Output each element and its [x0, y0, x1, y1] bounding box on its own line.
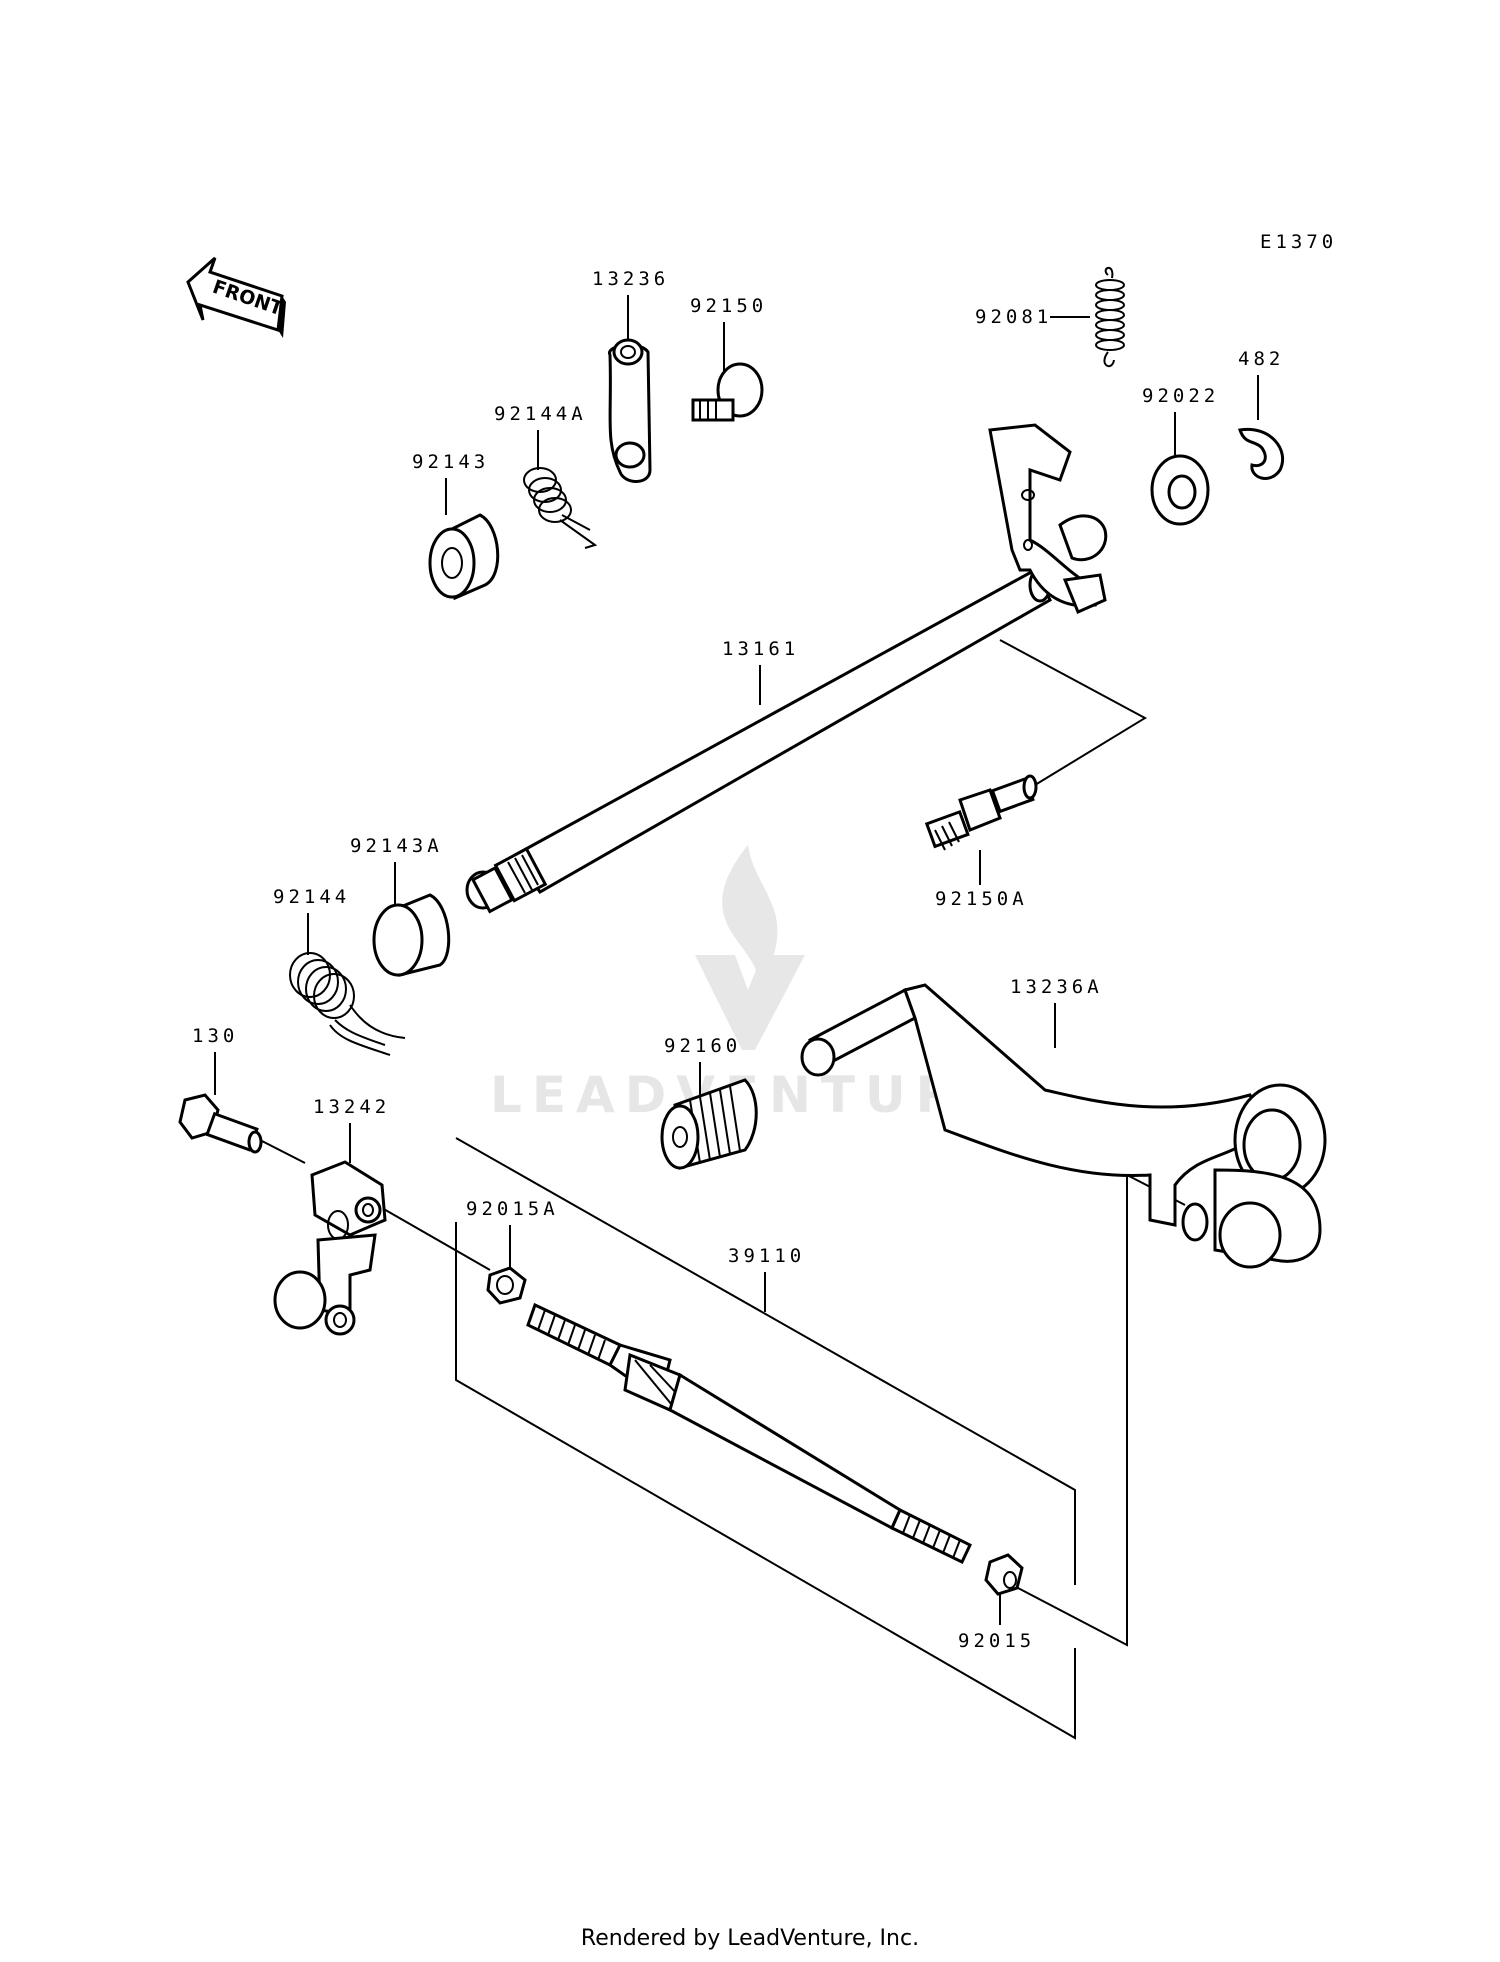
label-92143: 92143: [412, 451, 489, 515]
label-482: 482: [1238, 348, 1284, 420]
footer-credit: Rendered by LeadVenture, Inc.: [580, 1926, 920, 1951]
part-92143-collar: [428, 513, 500, 601]
front-arrow-icon: FRONT: [186, 256, 286, 338]
svg-text:92144A: 92144A: [494, 403, 587, 425]
label-92150A: 92150A: [935, 850, 1028, 910]
label-13242: 13242: [313, 1096, 390, 1163]
part-92144-spring: [289, 952, 406, 1056]
label-92143A: 92143A: [350, 835, 443, 905]
label-39110: 39110: [728, 1245, 805, 1312]
part-13236a-pedal: [800, 983, 1327, 1269]
svg-text:92015: 92015: [958, 1630, 1035, 1652]
diagram-code: E1370: [1260, 231, 1337, 253]
assembly-lines: [259, 639, 1186, 1740]
svg-text:92081: 92081: [975, 306, 1052, 328]
part-92015-nut: [984, 1553, 1024, 1596]
label-92144: 92144: [273, 886, 350, 955]
svg-text:92150: 92150: [690, 295, 767, 317]
part-92143a-collar: [372, 893, 451, 977]
label-92081: 92081: [975, 306, 1090, 328]
svg-text:13161: 13161: [722, 638, 799, 660]
label-13236A: 13236A: [1010, 976, 1103, 1048]
part-92160-rubber: [660, 1078, 758, 1170]
label-92015A: 92015A: [466, 1198, 559, 1268]
part-92150-bolt: [691, 362, 764, 422]
label-92150: 92150: [690, 295, 767, 372]
part-482-clip: [1238, 427, 1285, 480]
svg-text:130: 130: [192, 1025, 238, 1047]
part-13161-shaft: [465, 423, 1108, 914]
part-39110-rod: [526, 1302, 972, 1565]
label-92015: 92015: [958, 1590, 1035, 1652]
label-92144A: 92144A: [494, 403, 587, 470]
svg-text:92143: 92143: [412, 451, 489, 473]
part-92081-spring: [1095, 266, 1125, 368]
part-13236-link: [608, 338, 652, 483]
svg-text:482: 482: [1238, 348, 1284, 370]
svg-text:13242: 13242: [313, 1096, 390, 1118]
svg-text:92143A: 92143A: [350, 835, 443, 857]
label-92160: 92160: [664, 1035, 741, 1100]
svg-text:13236A: 13236A: [1010, 976, 1103, 998]
watermark-logo: LEADVENTURE: [490, 845, 998, 1124]
label-130: 130: [192, 1025, 238, 1095]
part-92022-washer: [1150, 454, 1210, 526]
label-92022: 92022: [1142, 385, 1219, 455]
label-13236: 13236: [592, 268, 669, 345]
part-92150a-stud: [924, 774, 1038, 851]
label-13161: 13161: [722, 638, 799, 705]
svg-text:92022: 92022: [1142, 385, 1219, 407]
part-130-bolt: [178, 1093, 263, 1154]
part-13242-rod-end: [273, 1160, 387, 1336]
svg-text:92160: 92160: [664, 1035, 741, 1057]
svg-text:92015A: 92015A: [466, 1198, 559, 1220]
svg-text:39110: 39110: [728, 1245, 805, 1267]
svg-text:92144: 92144: [273, 886, 350, 908]
part-92144a-spring: [523, 467, 598, 549]
part-92015a-nut: [486, 1266, 527, 1305]
svg-text:13236: 13236: [592, 268, 669, 290]
svg-text:92150A: 92150A: [935, 888, 1028, 910]
